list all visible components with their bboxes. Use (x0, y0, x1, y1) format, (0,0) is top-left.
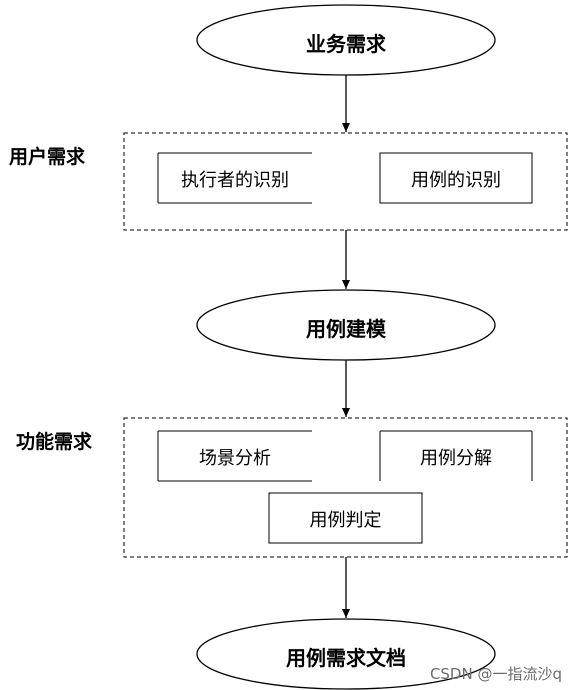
use-case-decomposition-label: 用例分解 (420, 448, 492, 469)
use-case-determination-label: 用例判定 (309, 510, 382, 531)
use-case-identification-label: 用例的识别 (411, 170, 501, 191)
functional-requirement-group (123, 417, 568, 558)
use-case-modeling-label: 用例建模 (306, 317, 386, 341)
actor-identification-label: 执行者的识别 (181, 170, 289, 191)
scenario-analysis-label: 场景分析 (199, 448, 271, 469)
use-case-determination-box (268, 492, 423, 544)
scenario-analysis-box (157, 430, 312, 482)
business-requirement-label: 业务需求 (306, 32, 386, 56)
user-requirement-label: 用户需求 (9, 146, 86, 168)
use-case-decomposition-box (379, 430, 533, 481)
use-case-document-label: 用例需求文档 (286, 646, 406, 670)
actor-identification-box (157, 152, 312, 204)
watermark: CSDN @一指流沙q (429, 665, 562, 683)
functional-requirement-label: 功能需求 (16, 431, 93, 453)
user-requirement-group (123, 132, 568, 231)
use-case-document-ellipse (196, 618, 496, 690)
use-case-identification-box (379, 152, 533, 204)
